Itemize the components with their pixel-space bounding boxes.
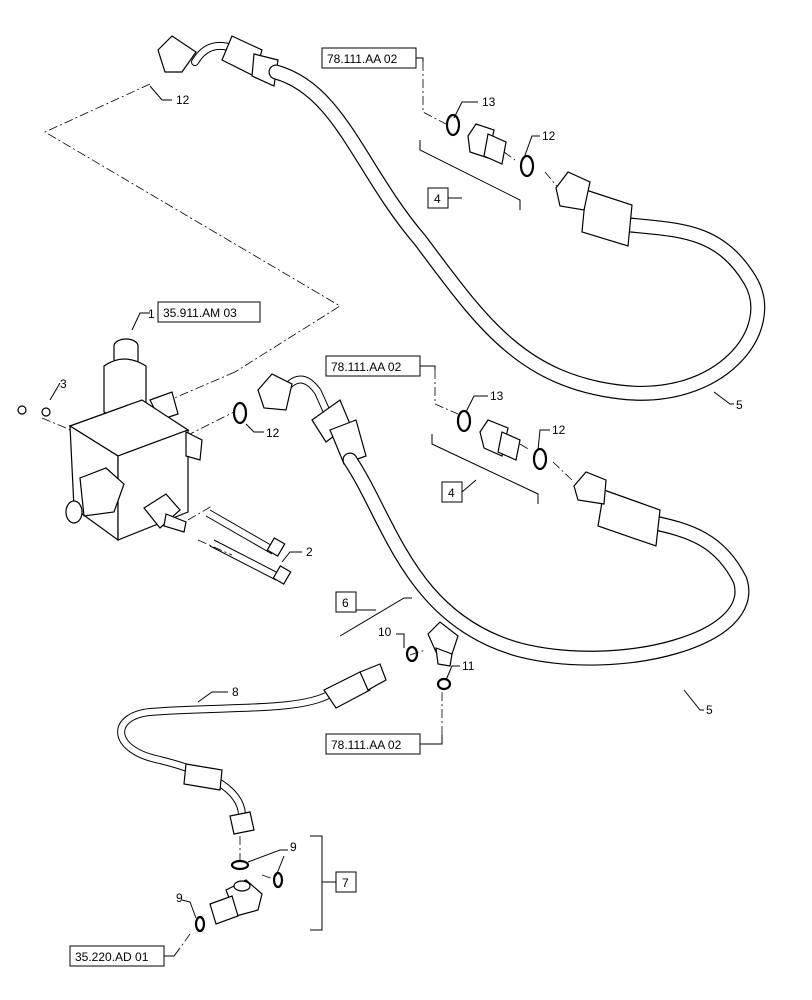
tee-fitting	[194, 859, 284, 933]
callout-10: 10	[378, 625, 392, 639]
callout-13-middle: 13	[490, 389, 504, 403]
tube-line	[117, 663, 387, 835]
reference-78-111-middle: 78.111.AA 02	[331, 360, 402, 374]
callout-5-upper: 5	[736, 398, 743, 412]
callout-8: 8	[232, 685, 239, 699]
reference-boxes: 35.911.AM 03 78.111.AA 02 78.111.AA 02 7…	[69, 47, 443, 967]
upper-adapter	[445, 113, 535, 178]
valve-block	[17, 338, 248, 542]
callout-12-top-right: 12	[542, 129, 556, 143]
boxed-callout-6: 6	[342, 596, 349, 610]
reference-35-911: 35.911.AM 03	[163, 306, 237, 320]
callout-13-upper: 13	[482, 95, 496, 109]
callout-12-top-left: 12	[176, 93, 190, 107]
callout-5-middle: 5	[706, 703, 713, 717]
boxed-callout-4-upper: 4	[434, 192, 441, 206]
callout-2: 2	[306, 545, 313, 559]
middle-hose-assembly	[257, 373, 750, 666]
callout-9-left: 9	[176, 891, 183, 905]
elbow-fitting	[405, 621, 459, 691]
middle-adapter	[456, 409, 548, 471]
upper-hose-assembly	[157, 35, 766, 401]
boxed-callout-7: 7	[342, 876, 349, 890]
leader-lines	[49, 85, 734, 931]
callout-3: 3	[60, 377, 67, 391]
reference-78-111-lower: 78.111.AA 02	[331, 738, 402, 752]
boxed-callouts: 4 4 6 7	[322, 187, 477, 893]
callouts: 1 2 3 5 5 8 9 9 10 11 12 12 12 12 13 13	[60, 93, 743, 905]
callout-11: 11	[462, 659, 475, 673]
callout-12-block: 12	[266, 426, 280, 440]
reference-78-111-upper: 78.111.AA 02	[327, 52, 398, 66]
reference-35-220: 35.220.AD 01	[75, 950, 149, 964]
callout-1: 1	[148, 307, 155, 321]
callout-12-middle: 12	[552, 423, 566, 437]
callout-9-right: 9	[290, 840, 297, 854]
bolts	[205, 509, 292, 585]
boxed-callout-4-middle: 4	[448, 486, 455, 500]
